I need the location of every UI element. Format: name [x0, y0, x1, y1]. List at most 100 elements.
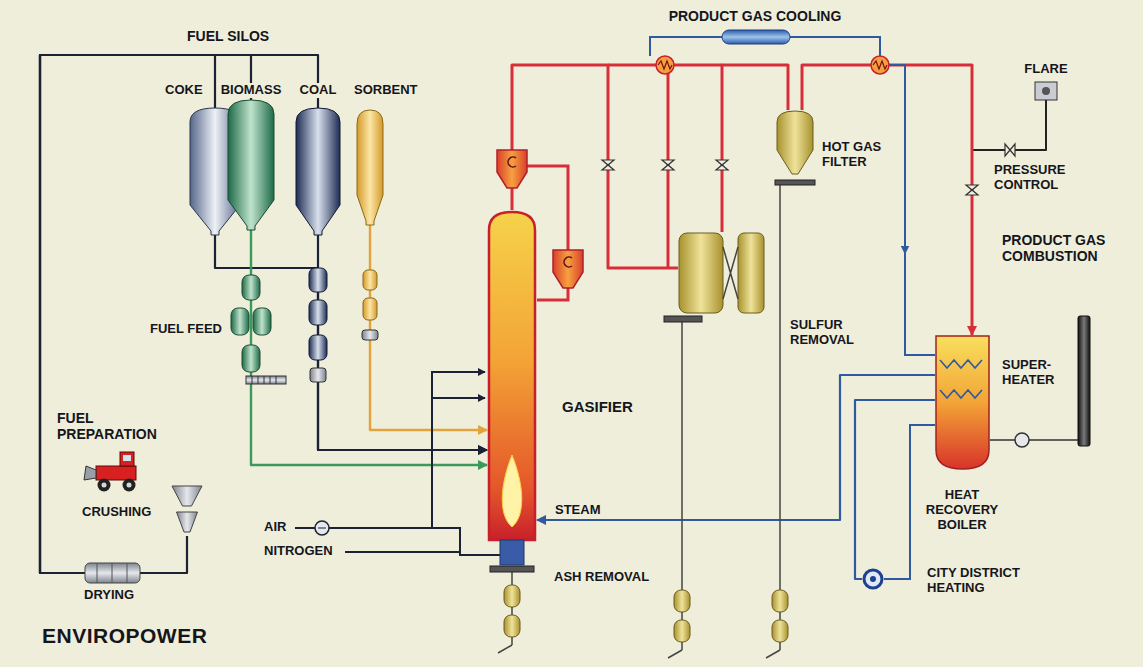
cyclone — [564, 257, 572, 267]
filter-vessel — [777, 111, 813, 174]
process-line — [512, 65, 678, 268]
absorber-vessel — [738, 233, 764, 313]
silo-body — [357, 110, 383, 225]
silo-body — [228, 100, 274, 230]
process-line — [215, 235, 487, 450]
heat-exchanger — [871, 56, 889, 74]
hot-gas-pipe — [537, 288, 568, 300]
fuel-feeder — [310, 368, 326, 382]
biomass-silo: BIOMASS — [228, 100, 274, 230]
wheel-loader — [84, 466, 96, 480]
crusher: CRUSHING — [172, 486, 202, 536]
valve — [966, 185, 978, 195]
screw-conveyor — [252, 376, 276, 384]
air-nozzle — [500, 540, 524, 565]
process-line — [40, 55, 215, 573]
sulfur-removal-vessels — [678, 232, 766, 314]
process-line — [802, 65, 1046, 150]
wheel-loader — [84, 452, 136, 492]
equipment-label: GASIFIER — [560, 398, 635, 415]
cooling-drum — [722, 30, 790, 44]
section-label: NITROGEN — [262, 544, 335, 559]
district-heating-pump: CITY DISTRICT HEATING — [862, 568, 884, 590]
gasifier-vessel — [487, 210, 537, 565]
flare-stack — [1035, 82, 1057, 100]
gasifier-shell — [489, 212, 535, 540]
ash-line — [512, 185, 780, 590]
air-line — [295, 372, 500, 555]
flue-gas-fan-stack — [1015, 433, 1029, 447]
equipment-label: HEAT RECOVERY BOILER — [916, 488, 1008, 533]
air-line — [432, 397, 485, 399]
equipment-label: DRYING — [82, 588, 136, 603]
superheater-coil — [940, 360, 982, 368]
equipment-label: COKE — [163, 83, 205, 98]
gasifier-vessel: GASIFIER — [487, 210, 537, 565]
process-line — [40, 55, 251, 573]
ash-line — [681, 322, 683, 590]
fuel-feeder — [231, 308, 249, 335]
coal-silo: COAL — [296, 108, 340, 235]
grate — [490, 180, 815, 572]
cooling-water-line — [650, 37, 722, 56]
process-line — [802, 65, 972, 335]
fuel-feeder — [362, 330, 378, 340]
boiler-shell — [936, 336, 989, 469]
flare-box — [1035, 82, 1057, 100]
flare-stack: FLARE — [1035, 82, 1057, 100]
section-label: PRESSURE CONTROL — [992, 163, 1096, 193]
process-line — [370, 225, 487, 430]
air-compressor — [315, 521, 329, 535]
ash-line — [511, 572, 513, 585]
wheel-loader — [102, 483, 107, 488]
fuel-feeder — [242, 275, 260, 300]
grate — [775, 180, 815, 185]
sorbent-silo — [357, 110, 383, 225]
equipment-label: SULFUR REMOVAL — [788, 318, 872, 348]
crusher-hopper — [177, 512, 198, 532]
equipment-label: BIOMASS — [219, 83, 284, 98]
line-label: STEAM — [553, 503, 603, 518]
cooling-drum — [722, 30, 790, 44]
flue-gas-fan-stack — [990, 439, 1078, 441]
fuel-feeder — [363, 270, 377, 290]
process-line — [537, 375, 935, 520]
section-label: PRODUCT GAS COMBUSTION — [1000, 232, 1129, 264]
sorbent-silo: SORBENT — [357, 110, 383, 225]
air-compressor — [315, 521, 329, 535]
heat-exchanger — [873, 61, 887, 69]
company-title: ENVIROPOWER — [40, 624, 209, 648]
valve — [716, 160, 728, 170]
flue-gas-fan-stack — [990, 316, 1090, 447]
air-line — [345, 551, 460, 553]
heat-recovery-boiler: SUPER-HEATERHEAT RECOVERY BOILER — [935, 335, 990, 470]
flue-gas-fan-stack — [1078, 316, 1090, 446]
lock-hopper — [766, 590, 788, 658]
cooling-water-line — [905, 248, 935, 355]
equipment-label: SUPER-HEATER — [1000, 358, 1068, 388]
flare-tip — [1042, 87, 1050, 95]
equipment-label: HOT GAS FILTER — [820, 140, 900, 170]
screw-conveyor — [246, 376, 286, 384]
ash-line — [779, 185, 781, 590]
wheel-loader — [96, 466, 136, 480]
valve — [602, 160, 614, 170]
coal-silo — [296, 108, 340, 235]
section-label: FUEL FEED — [148, 322, 224, 337]
fuel-feeder — [309, 335, 327, 360]
wheel-loader — [98, 479, 111, 492]
lock-hopper — [668, 590, 690, 658]
pump-ring — [864, 570, 882, 588]
hot-gas-filter: HOT GAS FILTER — [775, 110, 815, 178]
fuel-feeder — [363, 298, 377, 320]
heat-exchanger — [656, 56, 674, 74]
valve — [662, 160, 674, 170]
section-label: ASH REMOVAL — [552, 570, 651, 585]
superheater-coil — [940, 390, 982, 398]
equipment-label: COAL — [298, 83, 339, 98]
biomass-silo — [228, 100, 274, 230]
heat-recovery-boiler — [935, 335, 990, 470]
dryer-drum — [85, 563, 140, 583]
wheel-loader — [127, 483, 132, 488]
